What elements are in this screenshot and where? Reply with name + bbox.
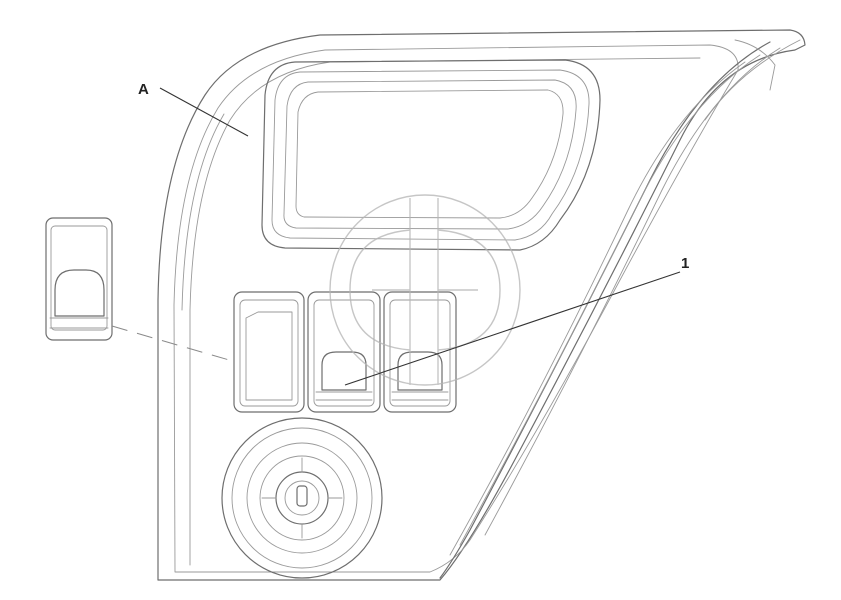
ignition-key-switch [221,417,383,579]
watermark-logo [329,194,521,386]
side-panel-housing [157,29,806,581]
switch-bank [233,291,457,413]
callout-label-1: 1 [681,255,689,272]
assembly-guide-line [111,325,237,363]
rocker-switch-right [383,291,457,413]
rocker-switch-middle [307,291,381,413]
detached-rocker-switch [45,217,113,341]
blank-switch-plug [233,291,305,413]
leader-line-a [159,87,249,137]
callout-label-a: A [138,81,149,98]
leader-line-1 [344,271,681,386]
upper-window-frame [261,59,601,251]
